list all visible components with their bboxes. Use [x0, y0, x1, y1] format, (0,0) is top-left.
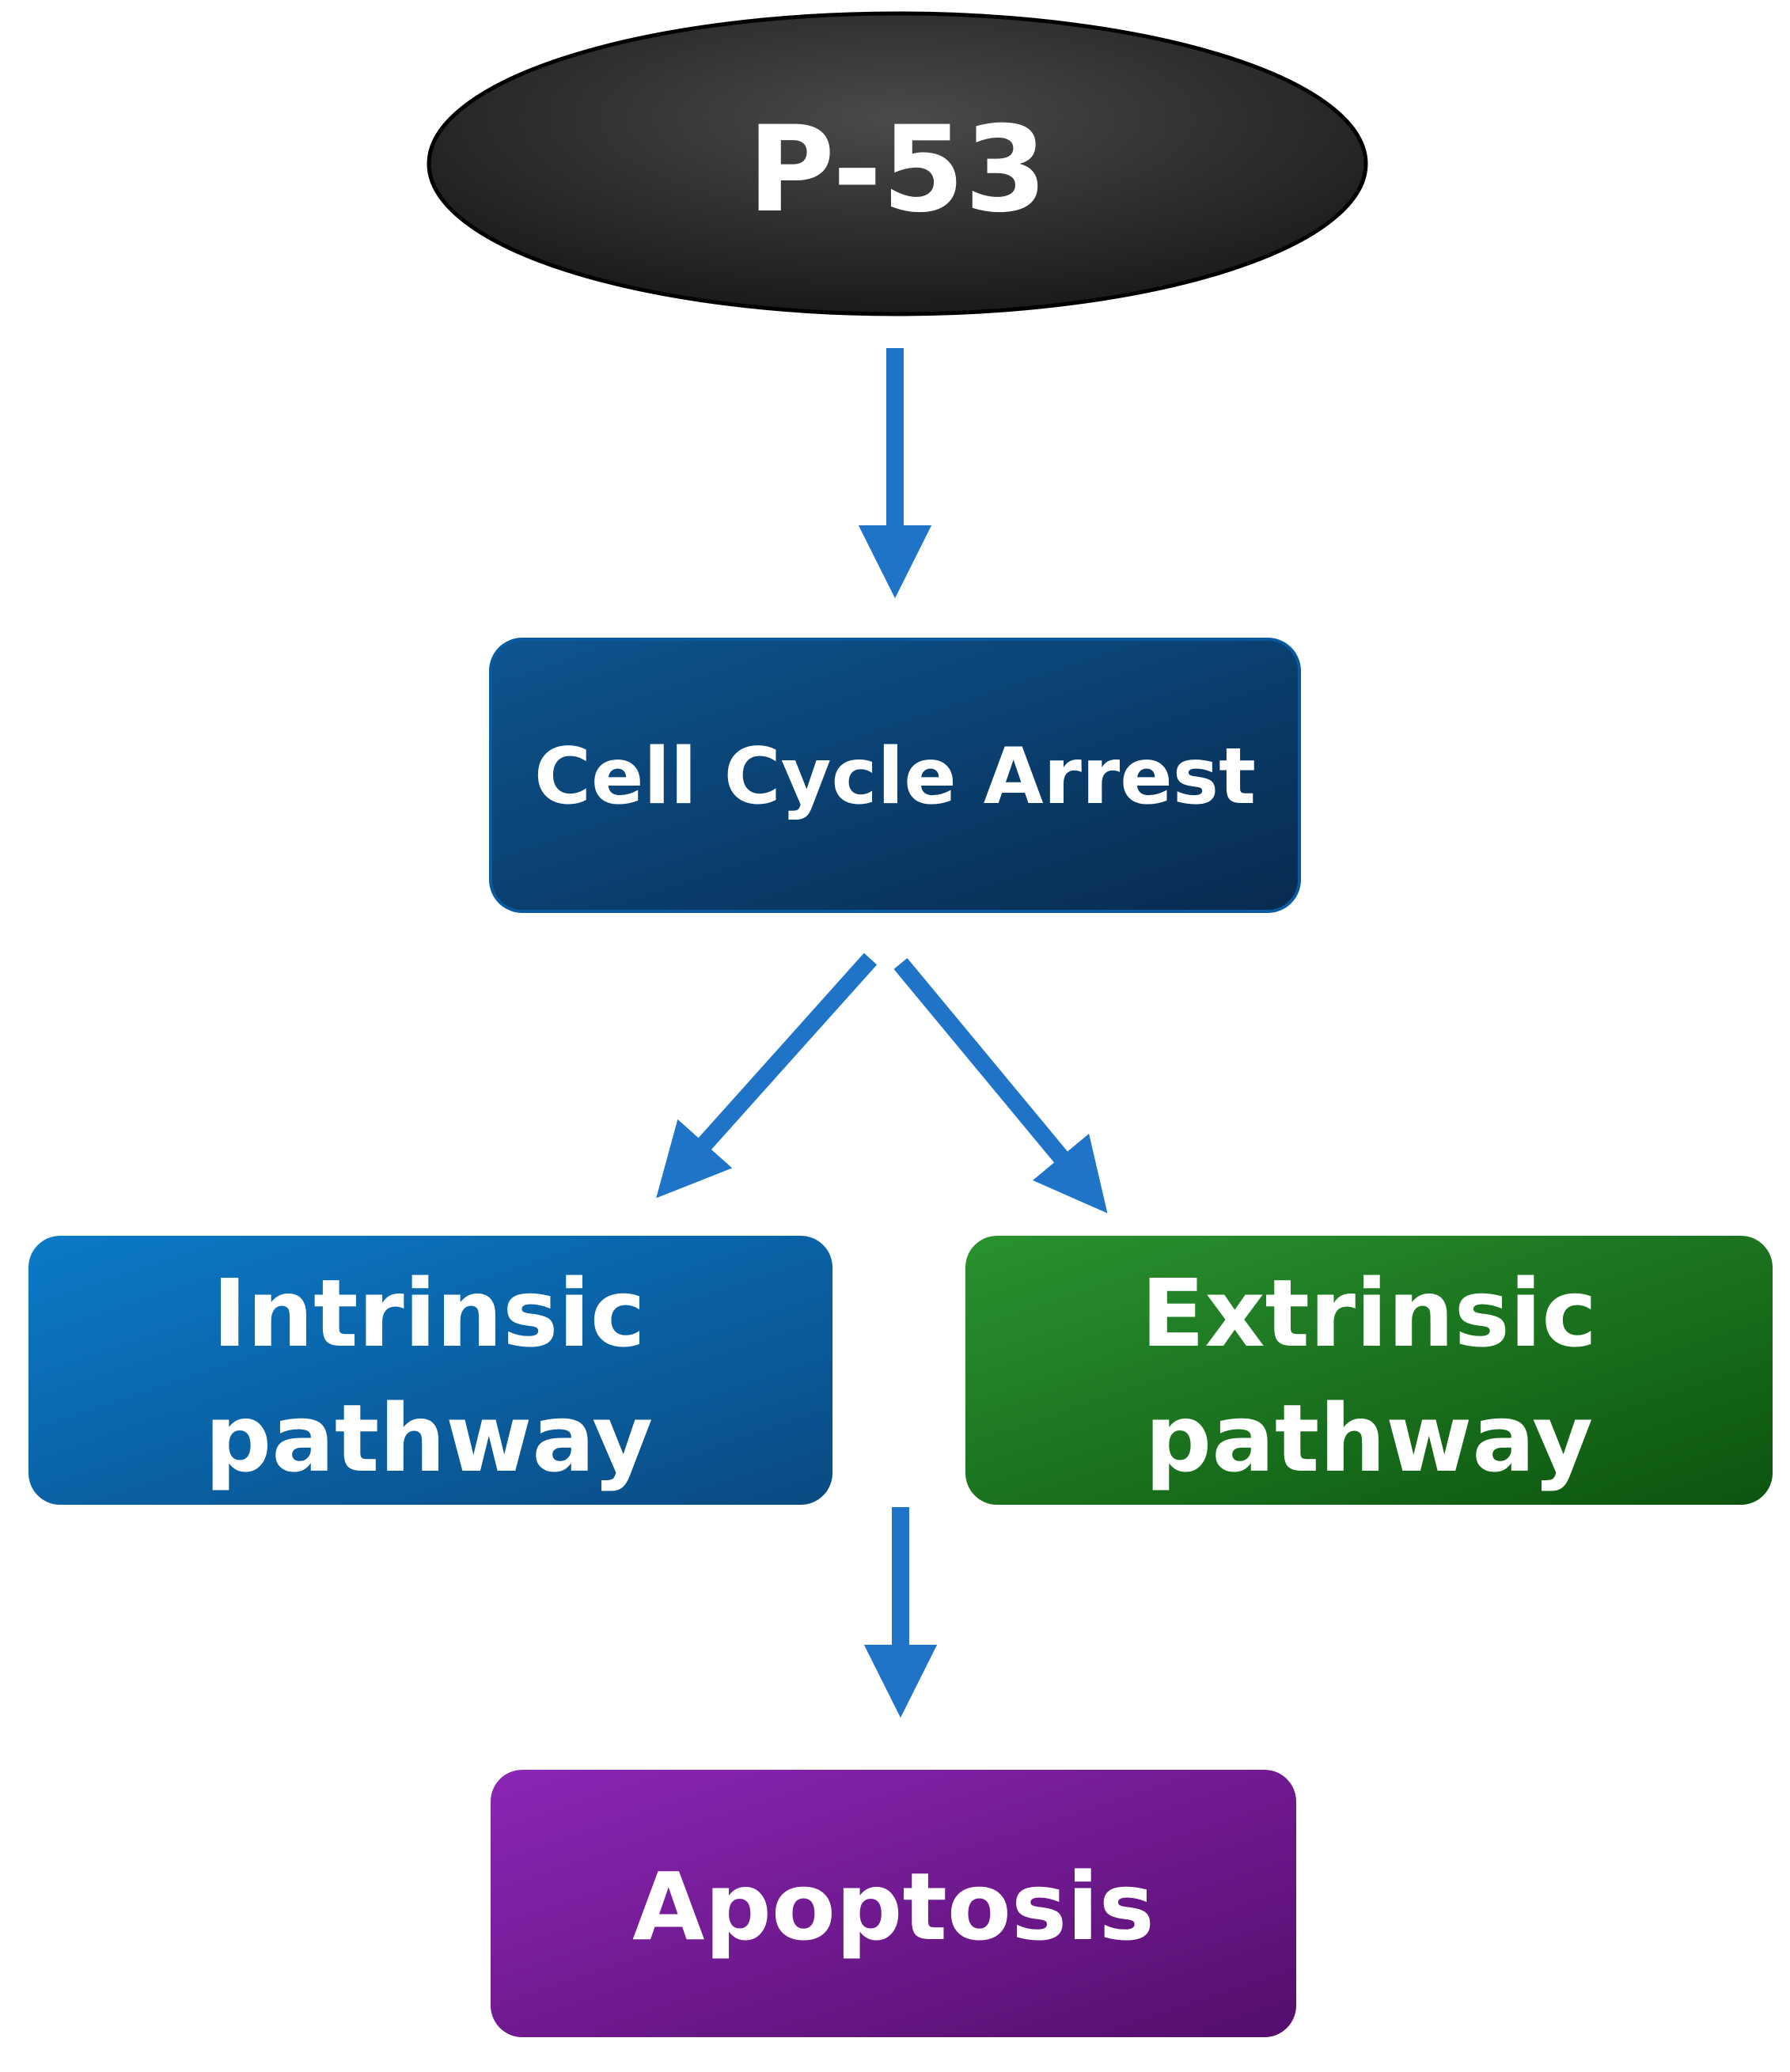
arrow-cell-cycle-to-intrinsic — [656, 953, 878, 1199]
arrow-cell-cycle-to-extrinsic — [893, 957, 1108, 1214]
intrinsic-pathway-label-line1: Intrinsic — [212, 1259, 646, 1368]
intrinsic-pathway-label-line2: pathway — [205, 1384, 653, 1493]
p53-label: P-53 — [748, 101, 1047, 239]
apoptosis-box — [491, 1770, 1296, 2037]
node-apoptosis: Apoptosis — [491, 1770, 1296, 2037]
cell-cycle-arrest-label: Cell Cycle Arrest — [534, 732, 1256, 822]
edges — [656, 348, 1108, 1718]
cell-cycle-arrest-box — [489, 638, 1301, 913]
extrinsic-pathway-box — [965, 1236, 1773, 1505]
extrinsic-pathway-label-line1: Extrinsic — [1141, 1259, 1597, 1368]
node-extrinsic-pathway: Extrinsic pathway — [965, 1236, 1773, 1505]
apoptosis-label: Apoptosis — [632, 1852, 1155, 1961]
intrinsic-pathway-box — [28, 1236, 832, 1505]
node-intrinsic-pathway: Intrinsic pathway — [28, 1236, 832, 1505]
p53-ellipse — [427, 11, 1368, 316]
node-p53: P-53 — [427, 11, 1368, 316]
extrinsic-pathway-label-line2: pathway — [1145, 1384, 1593, 1493]
node-cell-cycle-arrest: Cell Cycle Arrest — [489, 638, 1301, 913]
